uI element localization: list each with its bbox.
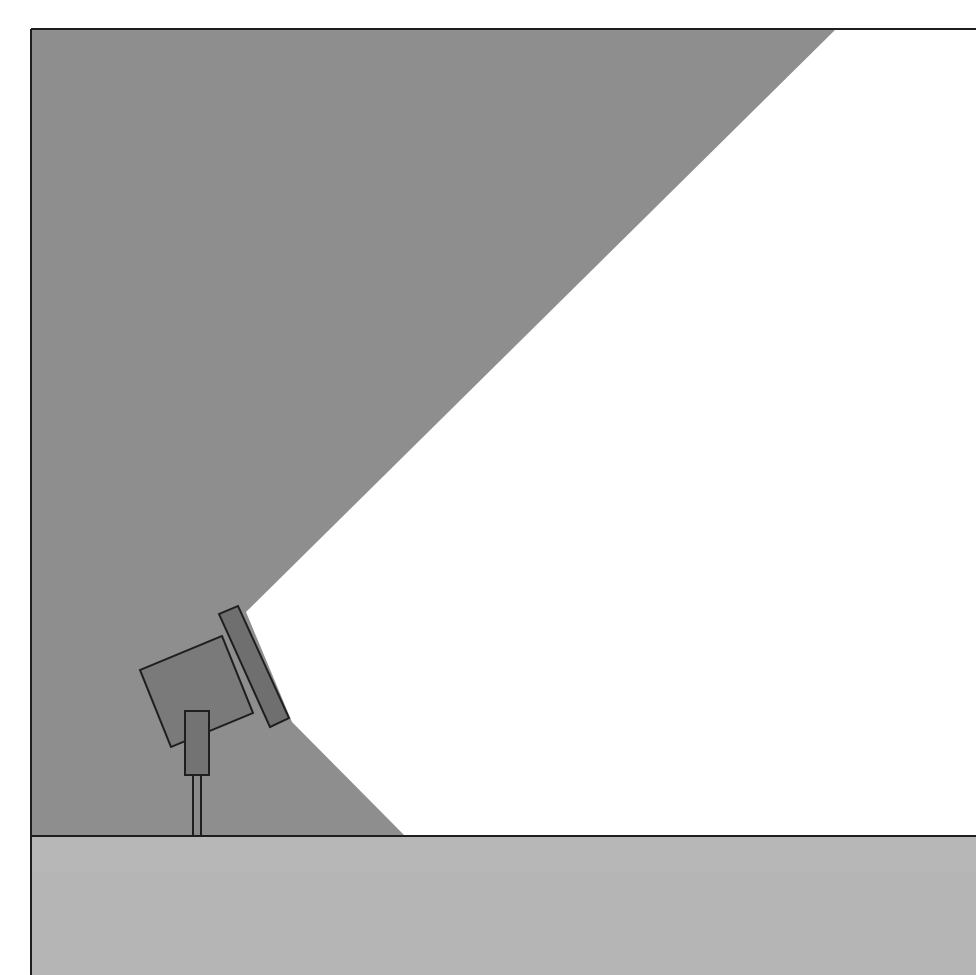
spotlight-mount bbox=[185, 711, 209, 775]
ground bbox=[31, 836, 976, 975]
spotlight-stake bbox=[193, 774, 201, 836]
